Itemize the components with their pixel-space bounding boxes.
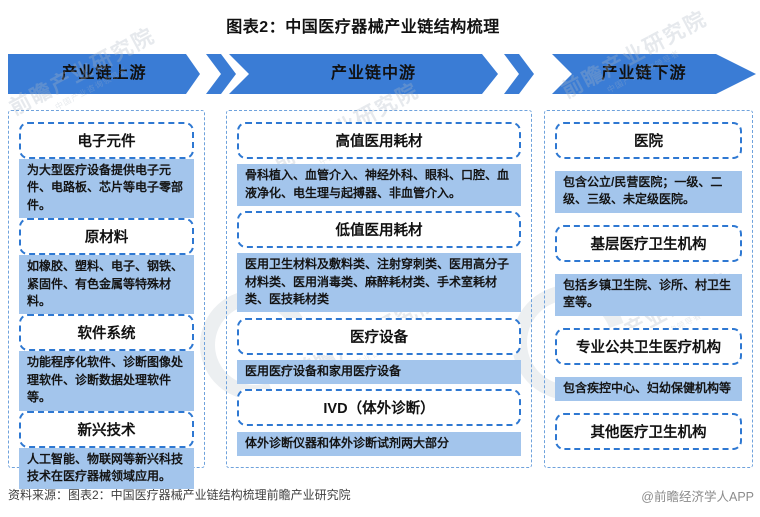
column-midstream: 高值医用耗材 骨科植入、血管介入、神经外科、眼科、口腔、血液净化、电生理与起搏器… [226, 110, 532, 468]
block-title: 高值医用耗材 [237, 122, 521, 159]
block-desc: 功能程序化软件、诊断图像处理软件、诊断数据处理软件等。 [19, 351, 194, 411]
block-title: 原材料 [19, 218, 194, 256]
arrow-shapes [8, 54, 756, 94]
block-title: 新兴技术 [19, 410, 194, 448]
midstream-arrow-body [229, 54, 498, 94]
block-desc: 为大型医疗设备提供电子元件、电路板、芯片等电子零部件。 [19, 159, 194, 219]
block-title: 其他医疗卫生机构 [555, 412, 742, 450]
footer: 资料来源：图表2：中国医疗器械产业链结构梳理前瞻产业研究院 @前瞻经济学人APP [8, 486, 754, 505]
block-desc: 包括乡镇卫生院、诊所、村卫生室等。 [555, 273, 742, 316]
downstream-arrow-body [552, 54, 756, 94]
block-title: 医院 [555, 122, 742, 159]
chevron-separator-icon [504, 54, 534, 94]
block-desc: 医用卫生材料及敷料类、注射穿刺类、医用高分子材料类、医用消毒类、麻醉耗材类、手术… [237, 253, 521, 313]
block-title: 专业公共卫生医疗机构 [555, 327, 742, 365]
block-desc: 人工智能、物联网等新兴科技技术在医疗器械领域应用。 [19, 447, 194, 490]
stage-label-upstream: 产业链上游 [61, 65, 147, 82]
chevron-separator-icon [206, 54, 236, 94]
block-title: 医疗设备 [237, 317, 521, 355]
page-title: 图表2：中国医疗器械产业链结构梳理 [226, 19, 500, 36]
block-title: 电子元件 [19, 122, 194, 159]
column-upstream: 电子元件 为大型医疗设备提供电子元件、电路板、芯片等电子零部件。 原材料 如橡胶… [8, 110, 205, 490]
upstream-arrow-body [8, 54, 200, 94]
block-desc: 体外诊断仪器和体外诊断试剂两大部分 [237, 431, 521, 456]
block-desc: 包含疾控中心、妇幼保健机构等 [555, 376, 742, 401]
block-title: IVD（体外诊断） [237, 389, 521, 427]
block-title: 低值医用耗材 [237, 211, 521, 249]
stage-label-midstream: 产业链中游 [330, 65, 416, 82]
source-note: 资料来源：图表2：中国医疗器械产业链结构梳理前瞻产业研究院 [8, 488, 351, 502]
block-title: 软件系统 [19, 314, 194, 352]
block-desc: 骨科植入、血管介入、神经外科、眼科、口腔、血液净化、电生理与起搏器、非血管介入。 [237, 164, 521, 206]
block-desc: 包含公立/民营医院；一级、二级、三级、未定级医院。 [555, 171, 742, 213]
chain-stage-arrows: 产业链上游 产业链中游 产业链下游 [0, 54, 760, 94]
block-title: 基层医疗卫生机构 [555, 224, 742, 262]
block-desc: 医用医疗设备和家用医疗设备 [237, 359, 521, 385]
brand-credit: @前瞻经济学人APP [641, 490, 754, 504]
block-desc: 如橡胶、塑料、电子、钢铁、紧固件、有色金属等特殊材料。 [19, 255, 194, 315]
stage-label-downstream: 产业链下游 [601, 65, 687, 82]
column-downstream: 医院 包含公立/民营医院；一级、二级、三级、未定级医院。 基层医疗卫生机构 包括… [544, 110, 753, 468]
